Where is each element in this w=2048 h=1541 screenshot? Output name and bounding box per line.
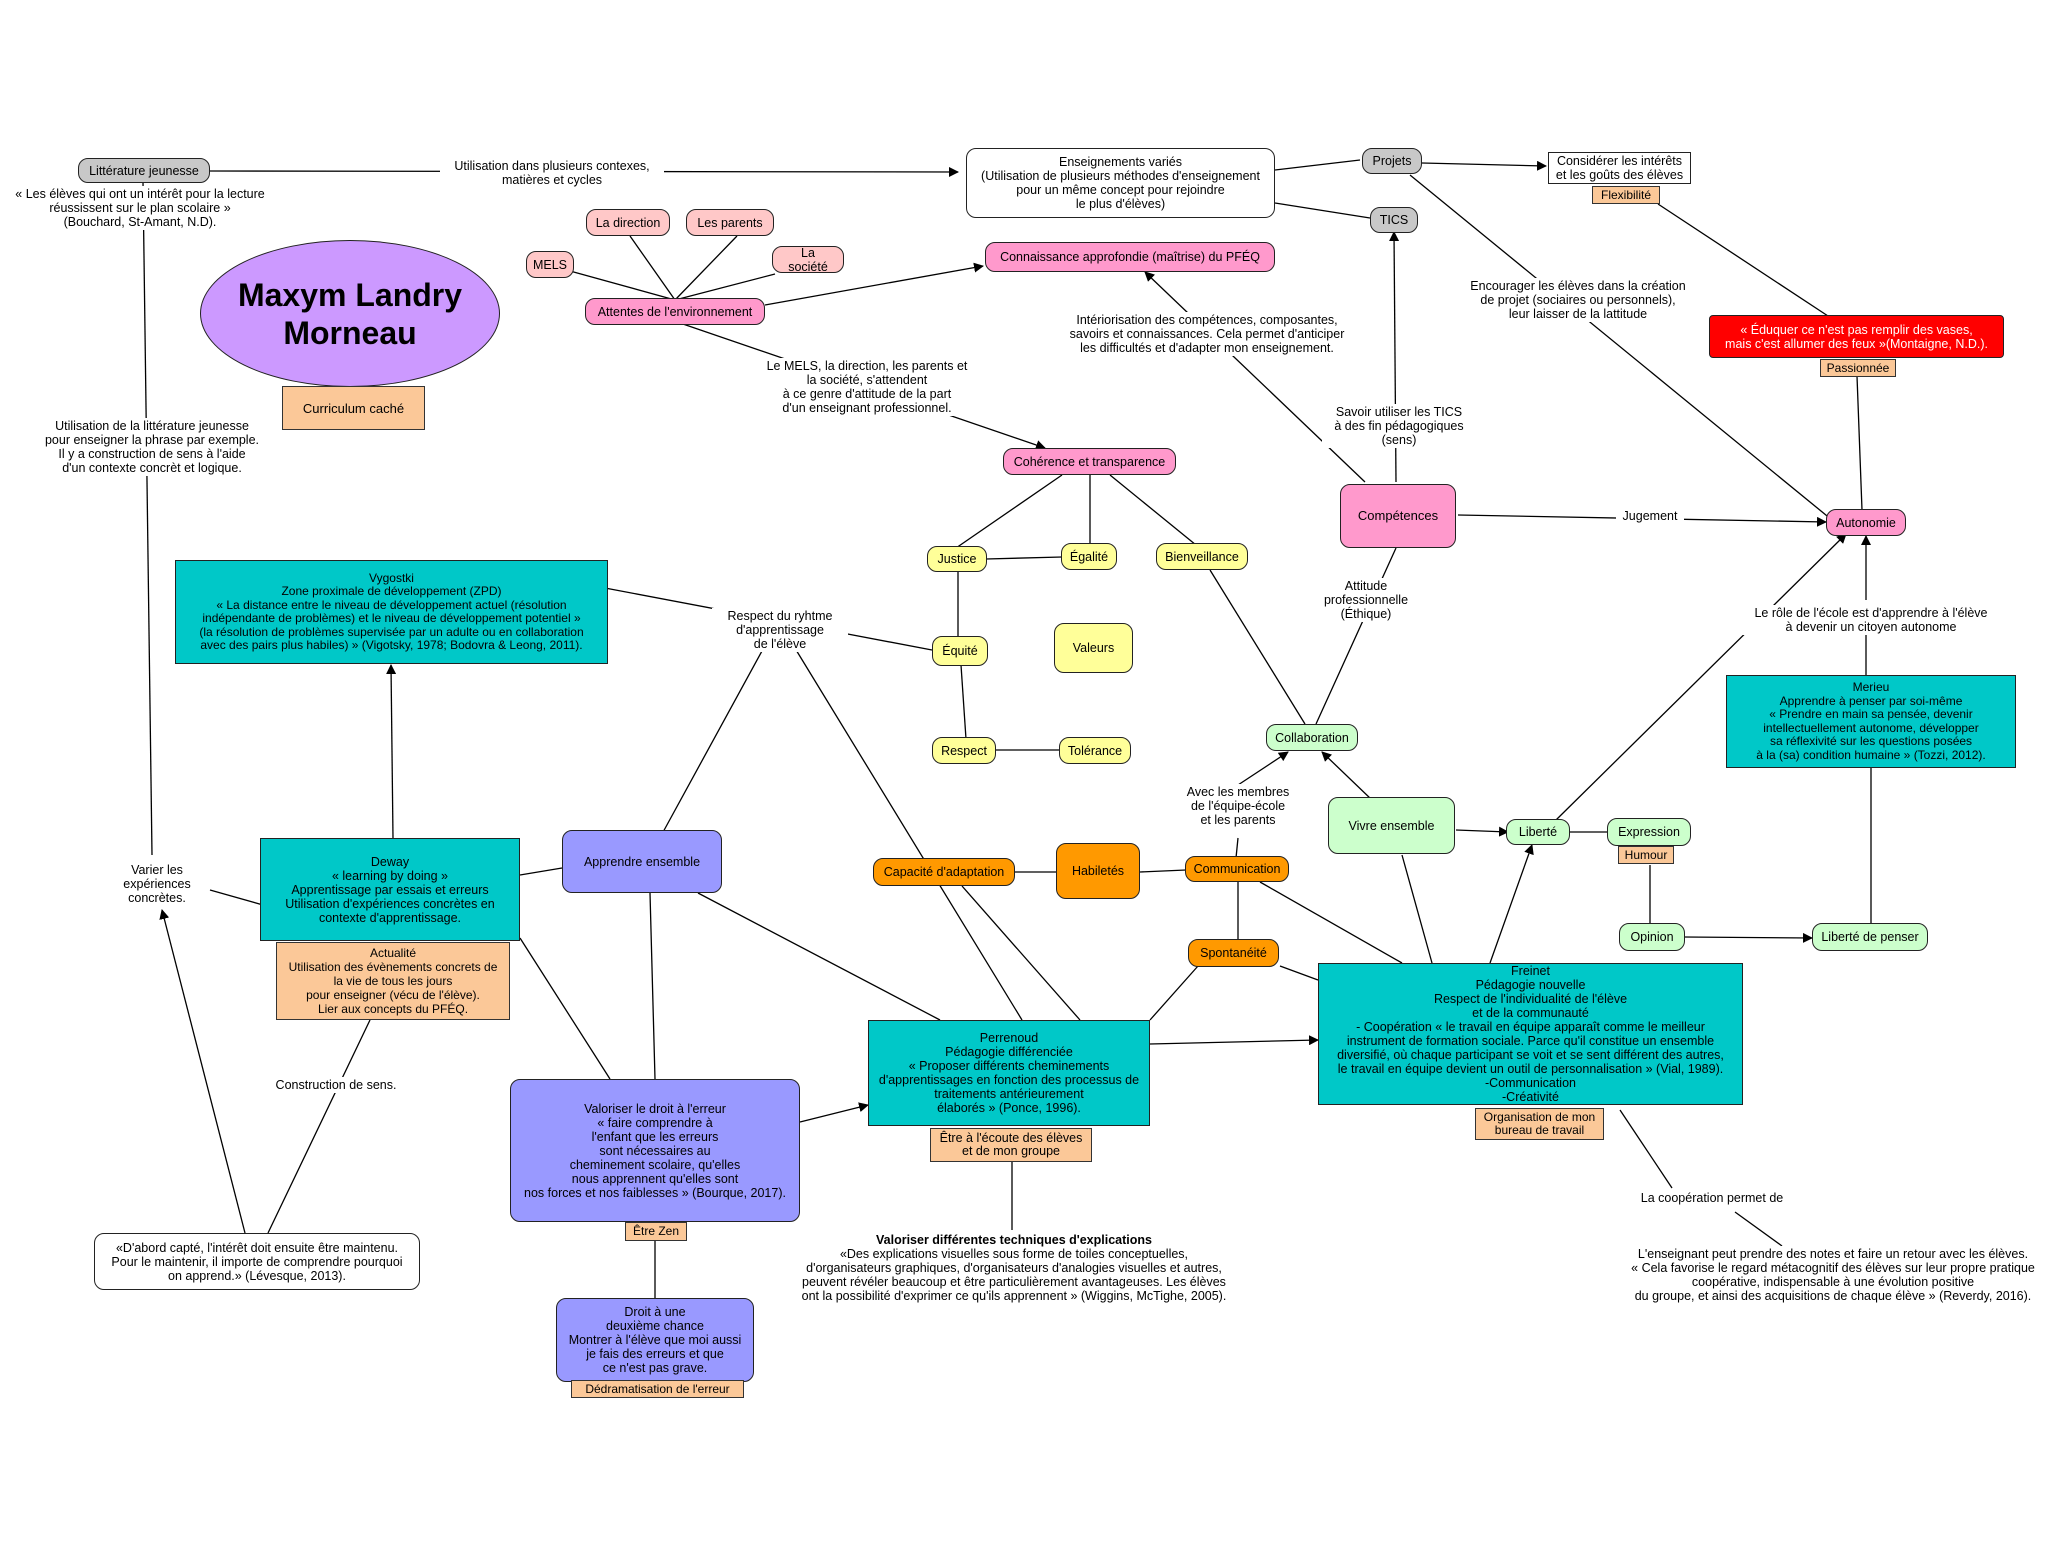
node-spontaneite[interactable]: Spontanéité	[1188, 939, 1279, 967]
node-collaboration[interactable]: Collaboration	[1266, 724, 1358, 751]
label-avec-membres: Avec les membres de l'équipe-école et le…	[1176, 784, 1300, 828]
node-expression[interactable]: Expression	[1607, 818, 1691, 846]
node-attentes-environnement[interactable]: Attentes de l'environnement	[585, 298, 765, 325]
node-vygostki-zpd[interactable]: Vygostki Zone proximale de développement…	[175, 560, 608, 664]
node-considerer-interets[interactable]: Considérer les intérêts et les goûts des…	[1548, 152, 1691, 184]
label-construction-sens: Construction de sens.	[268, 1077, 404, 1093]
label-cooperation-permet: La coopération permet de	[1632, 1190, 1792, 1206]
node-competences[interactable]: Compétences	[1340, 484, 1456, 548]
tag-dedramatisation: Dédramatisation de l'erreur	[571, 1380, 744, 1398]
node-projets[interactable]: Projets	[1362, 148, 1422, 174]
label-valoriser-techniques: Valoriser différentes techniques d'expli…	[778, 1232, 1250, 1304]
label-utilisation-contextes: Utilisation dans plusieurs contexes, mat…	[440, 158, 664, 188]
node-eduquer-montaigne[interactable]: « Éduquer ce n'est pas remplir des vases…	[1709, 315, 2004, 358]
label-le-mels-attendent: Le MELS, la direction, les parents et la…	[754, 358, 980, 416]
tag-humour: Humour	[1618, 846, 1674, 864]
node-liberte[interactable]: Liberté	[1506, 819, 1570, 845]
tag-actualite: Actualité Utilisation des évènements con…	[276, 942, 510, 1020]
node-les-parents[interactable]: Les parents	[686, 209, 774, 236]
label-litterature-phrase: Utilisation de la littérature jeunesse p…	[30, 418, 274, 476]
node-capacite-adaptation[interactable]: Capacité d'adaptation	[873, 858, 1015, 886]
tag-etre-zen: Être Zen	[625, 1222, 687, 1241]
node-litterature-jeunesse[interactable]: Littérature jeunesse	[78, 158, 210, 183]
node-tolerance[interactable]: Tolérance	[1059, 737, 1131, 764]
label-role-ecole: Le rôle de l'école est d'apprendre à l'é…	[1738, 605, 2004, 635]
node-deway[interactable]: Deway « learning by doing » Apprentissag…	[260, 838, 520, 941]
tag-organisation-bureau: Organisation de mon bureau de travail	[1475, 1108, 1604, 1140]
node-vivre-ensemble[interactable]: Vivre ensemble	[1328, 797, 1455, 854]
node-mels[interactable]: MELS	[526, 251, 574, 278]
label-respect-rythme: Respect du ryhtme d'apprentissage de l'é…	[712, 608, 848, 652]
node-la-direction[interactable]: La direction	[586, 209, 670, 236]
tag-flexibilite: Flexibilité	[1592, 186, 1660, 204]
node-enseignements-varies[interactable]: Enseignements variés (Utilisation de plu…	[966, 148, 1275, 218]
node-coherence-transparence[interactable]: Cohérence et transparence	[1003, 448, 1176, 475]
node-autonomie[interactable]: Autonomie	[1826, 509, 1906, 536]
node-connaissance-pfeq[interactable]: Connaissance approfondie (maîtrise) du P…	[985, 242, 1275, 272]
node-dabord-capte[interactable]: «D'abord capté, l'intérêt doit ensuite ê…	[94, 1233, 420, 1290]
label-interiorisation: Intériorisation des compétences, composa…	[1060, 312, 1354, 356]
node-respect[interactable]: Respect	[932, 737, 996, 764]
node-equite[interactable]: Équité	[932, 636, 988, 666]
node-opinion[interactable]: Opinion	[1619, 923, 1685, 951]
node-droit-deuxieme-chance[interactable]: Droit à une deuxième chance Montrer à l'…	[556, 1298, 754, 1382]
node-liberte-penser[interactable]: Liberté de penser	[1812, 923, 1928, 951]
node-tics[interactable]: TICS	[1370, 207, 1418, 233]
node-merieu[interactable]: Merieu Apprendre à penser par soi-même «…	[1726, 675, 2016, 768]
label-encourager-projets: Encourager les élèves dans la création d…	[1460, 278, 1696, 322]
node-communication[interactable]: Communication	[1185, 856, 1289, 882]
node-freinet[interactable]: Freinet Pédagogie nouvelle Respect de l'…	[1318, 963, 1743, 1105]
node-perrenoud[interactable]: Perrenoud Pédagogie différenciée « Propo…	[868, 1020, 1150, 1126]
label-savoir-tics: Savoir utiliser les TICS à des fin pédag…	[1322, 404, 1476, 448]
node-la-societe[interactable]: La société	[772, 246, 844, 274]
node-apprendre-ensemble[interactable]: Apprendre ensemble	[562, 830, 722, 893]
label-jugement: Jugement	[1616, 508, 1684, 524]
node-bienveillance[interactable]: Bienveillance	[1156, 543, 1248, 570]
label-enseignant-notes: L'enseignant peut prendre des notes et f…	[1610, 1246, 2048, 1304]
node-egalite[interactable]: Égalité	[1061, 543, 1117, 570]
label-varier-experiences: Varier les expériences concrètes.	[110, 862, 204, 906]
title-oval: Maxym Landry Morneau	[200, 240, 500, 387]
node-justice[interactable]: Justice	[927, 546, 987, 572]
tag-curriculum-cache: Curriculum caché	[282, 386, 425, 430]
tag-passionnee: Passionnée	[1820, 359, 1896, 377]
node-habiletes[interactable]: Habiletés	[1056, 843, 1140, 899]
label-attitude-professionnelle: Attitude professionnelle (Éthique)	[1316, 578, 1416, 622]
node-valeurs[interactable]: Valeurs	[1054, 623, 1133, 673]
label-eleves-interet-lecture: « Les élèves qui ont un intérêt pour la …	[2, 186, 278, 230]
node-valoriser-erreur[interactable]: Valoriser le droit à l'erreur « faire co…	[510, 1079, 800, 1222]
tag-etre-ecoute: Être à l'écoute des élèves et de mon gro…	[930, 1128, 1092, 1162]
